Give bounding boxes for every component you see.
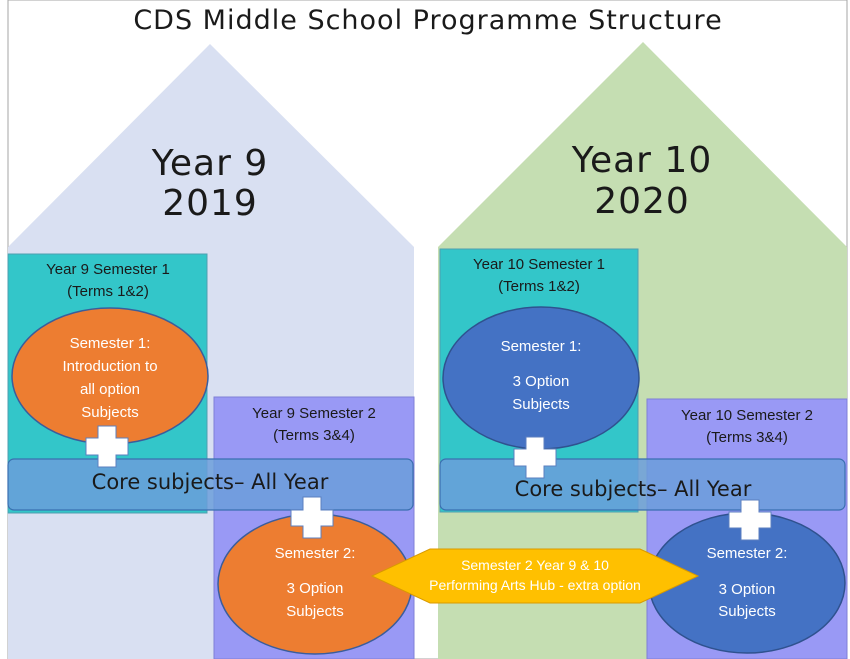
year10-core-subjects-label: Core subjects– All Year — [515, 477, 752, 501]
year9-year: 2019 — [162, 183, 258, 224]
year10-semester2-oval-line3: Subjects — [718, 603, 776, 620]
year10-plus-icon-1 — [513, 436, 557, 479]
year9-plus-icon-2 — [290, 496, 334, 539]
year10-column: Year 10 2020 Year 10 Semester 1 (Terms 1… — [438, 42, 848, 659]
year9-column: Year 9 2019 Year 9 Semester 1 (Terms 1&2… — [7, 44, 415, 659]
year10-semester1-title: Year 10 Semester 1 — [473, 256, 605, 273]
year10-semester1-terms: (Terms 1&2) — [498, 278, 580, 295]
year10-heading: Year 10 — [571, 140, 712, 181]
year10-semester1-oval-heading: Semester 1: — [501, 338, 582, 355]
year10-plus-icon-2 — [728, 499, 772, 541]
year9-heading: Year 9 — [151, 143, 269, 184]
year9-semester1-oval-line3: all option — [80, 381, 140, 398]
year10-semester1-oval-line3: Subjects — [512, 396, 570, 413]
year10-semester2-terms: (Terms 3&4) — [706, 429, 788, 446]
year9-semester1-oval-heading: Semester 1: — [70, 335, 151, 352]
year9-semester1-oval-line2: Introduction to — [62, 358, 157, 375]
year9-semester1-oval-line4: Subjects — [81, 404, 139, 421]
year9-semester2-oval-heading: Semester 2: — [275, 545, 356, 562]
year9-plus-icon-1 — [85, 425, 129, 468]
hub-double-arrow — [370, 548, 700, 604]
year9-semester1-oval — [11, 307, 209, 445]
year10-semester2-oval-line2: 3 Option — [719, 581, 776, 598]
year10-year: 2020 — [594, 181, 690, 222]
year9-semester1-title: Year 9 Semester 1 — [46, 261, 170, 278]
year9-semester2-oval-line3: Subjects — [286, 603, 344, 620]
year9-semester2-terms: (Terms 3&4) — [273, 427, 355, 444]
year10-semester2-title: Year 10 Semester 2 — [681, 407, 813, 424]
year9-core-subjects-label: Core subjects– All Year — [92, 470, 329, 494]
year9-semester2-title: Year 9 Semester 2 — [252, 405, 376, 422]
year9-semester2-oval-line2: 3 Option — [287, 580, 344, 597]
hub-description: Performing Arts Hub - extra option — [429, 577, 641, 593]
page-title: CDS Middle School Programme Structure — [133, 5, 722, 36]
year10-semester1-oval-line2: 3 Option — [513, 373, 570, 390]
year9-semester1-terms: (Terms 1&2) — [67, 283, 149, 300]
year10-semester2-oval-heading: Semester 2: — [707, 545, 788, 562]
performing-arts-hub: Semester 2 Year 9 & 10 Performing Arts H… — [370, 548, 700, 604]
hub-title: Semester 2 Year 9 & 10 — [461, 557, 609, 573]
